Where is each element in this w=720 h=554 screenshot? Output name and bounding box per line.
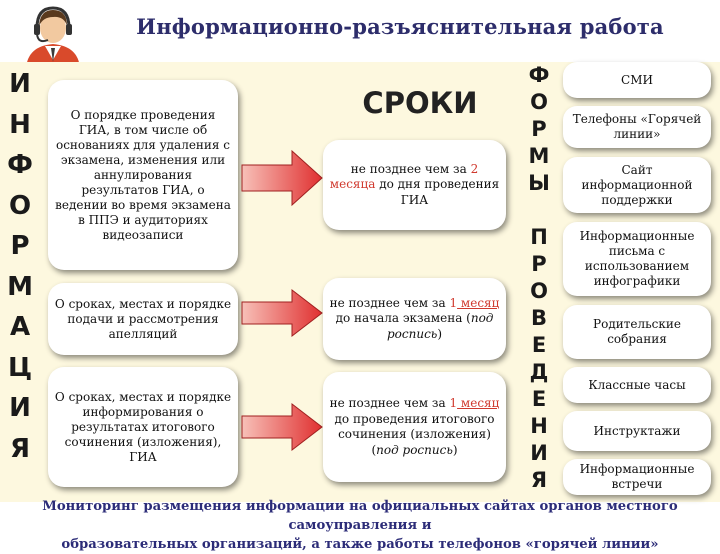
footer-line: Мониторинг размещения информации на офиц… [42,499,678,533]
deadline-paren: ) [437,326,443,341]
vertical-letter: Е [531,333,547,357]
info-topic-text: О сроках, местах и порядке подачи и расс… [54,296,232,341]
form-label: Родительские собрания [593,317,681,346]
info-topic-text: О сроках, местах и порядке информировани… [54,389,232,464]
deadline-unit: месяц [457,396,500,410]
vertical-letter: И [530,441,548,465]
footer-line: образовательных организаций, а также раб… [61,537,659,552]
vertical-letter: Д [529,360,549,384]
vertical-letter: Р [10,231,30,261]
form-label: Информационные встречи [579,462,695,491]
vertical-letter: Ф [528,63,550,87]
form-box-hotline: Телефоны «Горячей линии» [563,106,711,148]
operator-headset-icon [26,6,80,68]
vertical-letter: И [9,69,31,99]
form-label: Телефоны «Горячей линии» [572,112,702,141]
vertical-letter: П [530,225,548,249]
vertical-letter: Н [530,414,548,438]
deadline-note: под роспись [376,442,453,457]
form-box-website: Сайт информационной поддержки [563,157,711,213]
deadline-unit: месяц [457,295,500,310]
vertical-letter [520,197,558,224]
info-topic-box-appeals: О сроках, местах и порядке подачи и расс… [48,283,238,355]
vertical-letter: О [530,279,548,303]
deadline-number: 1 [449,396,458,410]
form-label: Сайт информационной поддержки [581,162,693,207]
footer-monitoring-note: Мониторинг размещения информации на офиц… [4,497,716,554]
vertical-letter: Ф [7,150,33,180]
deadline-text-rest: до дня проведения ГИА [375,177,500,207]
form-label: Информационные письма с использованием и… [579,229,695,288]
deadlines-heading: СРОКИ [362,86,478,120]
form-box-briefings: Инструктажи [563,411,711,451]
vertical-letter: А [9,312,31,342]
vertical-letter: М [528,144,550,168]
deadline-box-1-month-essay: не позднее чем за 1 месяц до проведения … [323,372,506,482]
form-label: СМИ [621,72,653,87]
vertical-letter: Н [9,109,31,140]
vertical-letter: Я [530,468,548,492]
form-box-letters: Информационные письма с использованием и… [563,222,711,296]
vertical-letter: Р [531,252,547,276]
deadline-text: не позднее чем за [329,396,450,410]
vertical-letter: Ц [7,352,33,383]
form-label: Классные часы [588,377,686,392]
vertical-letter: Я [9,433,31,464]
vertical-letter: О [8,190,32,221]
deadline-box-1-month-exam: не позднее чем за 1 месяц до начала экза… [323,278,506,360]
form-box-media: СМИ [563,62,711,98]
form-box-meetings: Информационные встречи [563,459,711,495]
vertical-letter: Р [531,117,547,141]
info-topic-text: О порядке проведения ГИА, в том числе об… [55,107,231,242]
info-topic-box-results: О сроках, местах и порядке информировани… [48,367,238,487]
form-box-class-hours: Классные часы [563,367,711,403]
deadline-text-rest: до начала экзамена ( [335,311,471,326]
deadline-box-2-months: не позднее чем за 2 месяца до дня провед… [323,140,506,230]
vertical-letter: Ы [528,171,550,195]
form-label: Инструктажи [593,423,681,438]
vertical-letter: М [7,271,33,302]
vertical-word-formy-provedeniya: Ф О Р М Ы П Р О В Е Д Е Н И Я [520,62,558,494]
deadline-unit: месяца [329,177,376,192]
deadline-text: не позднее чем за [329,295,450,310]
deadline-text-rest: до проведения итогового сочинения (излож… [334,411,495,442]
header-band [0,0,720,62]
info-topic-box-procedure: О порядке проведения ГИА, в том числе об… [48,80,238,270]
arrow-right-icon [241,288,323,338]
vertical-letter: О [530,90,548,114]
vertical-letter: В [530,306,547,330]
vertical-letter: Е [531,387,547,411]
page-title: Информационно-разъяснительная работа [136,14,664,39]
deadline-number: 1 [449,295,458,310]
deadline-text: не позднее чем за [350,161,471,176]
arrow-right-icon [241,149,323,207]
deadline-number: 2 [470,161,479,176]
vertical-letter: И [9,393,31,423]
arrow-right-icon [241,402,323,452]
deadline-note: под роспись [386,311,494,341]
form-box-parent-meetings: Родительские собрания [563,305,711,359]
vertical-word-informatsiya: И Н Ф О Р М А Ц И Я [0,64,40,469]
